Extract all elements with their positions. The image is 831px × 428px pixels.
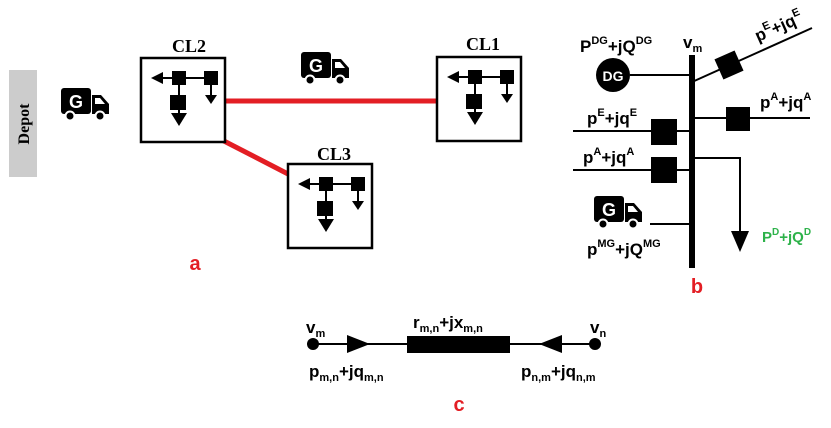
mg-truck-letter: G xyxy=(602,200,616,220)
a-left-label: pA+jqA xyxy=(583,146,634,167)
e-left-box xyxy=(651,119,677,145)
flow-nm-arrow xyxy=(539,335,562,353)
flow-nm-label: pn,m+jqn,m xyxy=(521,362,596,384)
line-cl2-cl3 xyxy=(220,137,292,178)
mg-truck-icon: G xyxy=(593,195,643,230)
e-left-label: pE+jqE xyxy=(587,107,637,128)
cl2-node xyxy=(139,56,227,144)
node-n xyxy=(589,338,601,350)
impedance-label: rm,n+jxm,n xyxy=(413,313,483,335)
panel-c-label: c xyxy=(453,394,464,416)
dg-circle-label: DG xyxy=(603,68,624,84)
demand-arrow xyxy=(731,231,749,252)
cl1-node xyxy=(435,55,523,143)
depot: Depot xyxy=(9,70,37,177)
panel-c: vm vn rm,n+jxm,n pm,n+jqm,n pn,m+jqn,m c xyxy=(306,313,606,416)
panel-a-label: a xyxy=(189,253,201,275)
demand-label: PD+jQD xyxy=(762,227,811,246)
impedance-block xyxy=(407,336,510,353)
depot-label: Depot xyxy=(16,103,33,145)
node-m xyxy=(307,338,319,350)
a-right-box xyxy=(726,107,750,131)
mobile-truck-letter: G xyxy=(309,56,323,76)
vn-label: vn xyxy=(590,318,606,340)
e-top-line xyxy=(691,27,813,83)
mg-label: pMG+jQMG xyxy=(587,238,661,259)
depot-box xyxy=(9,70,37,177)
vm-label: vm xyxy=(306,318,325,340)
demand-line xyxy=(692,157,741,234)
cl3-label: CL3 xyxy=(317,144,351,164)
mobile-truck-icon: G xyxy=(300,51,350,86)
a-right-label: pA+jqA xyxy=(760,91,811,112)
cl2-label: CL2 xyxy=(172,36,206,56)
dg-power-label: PDG+jQDG xyxy=(580,35,652,56)
depot-truck-letter: G xyxy=(69,92,83,112)
e-top-box xyxy=(714,50,744,80)
e-top-label: pE+jqE xyxy=(751,6,805,46)
flow-mn-arrow xyxy=(347,335,370,353)
a-left-box xyxy=(651,157,677,183)
panel-b-label: b xyxy=(691,276,703,298)
flow-mn-label: pm,n+jqm,n xyxy=(309,362,384,384)
cl3-node xyxy=(286,162,374,250)
dg-circle xyxy=(596,58,630,92)
depot-truck-icon: G xyxy=(60,87,110,122)
panel-b: vm DG PDG+jQDG pE+jqE pA+jqA pE+jqE pA+j… xyxy=(573,6,813,298)
cl1-label: CL1 xyxy=(466,34,500,54)
panel-a: CL2 CL1 CL3 G a xyxy=(139,34,523,275)
bus-label: vm xyxy=(683,33,702,55)
